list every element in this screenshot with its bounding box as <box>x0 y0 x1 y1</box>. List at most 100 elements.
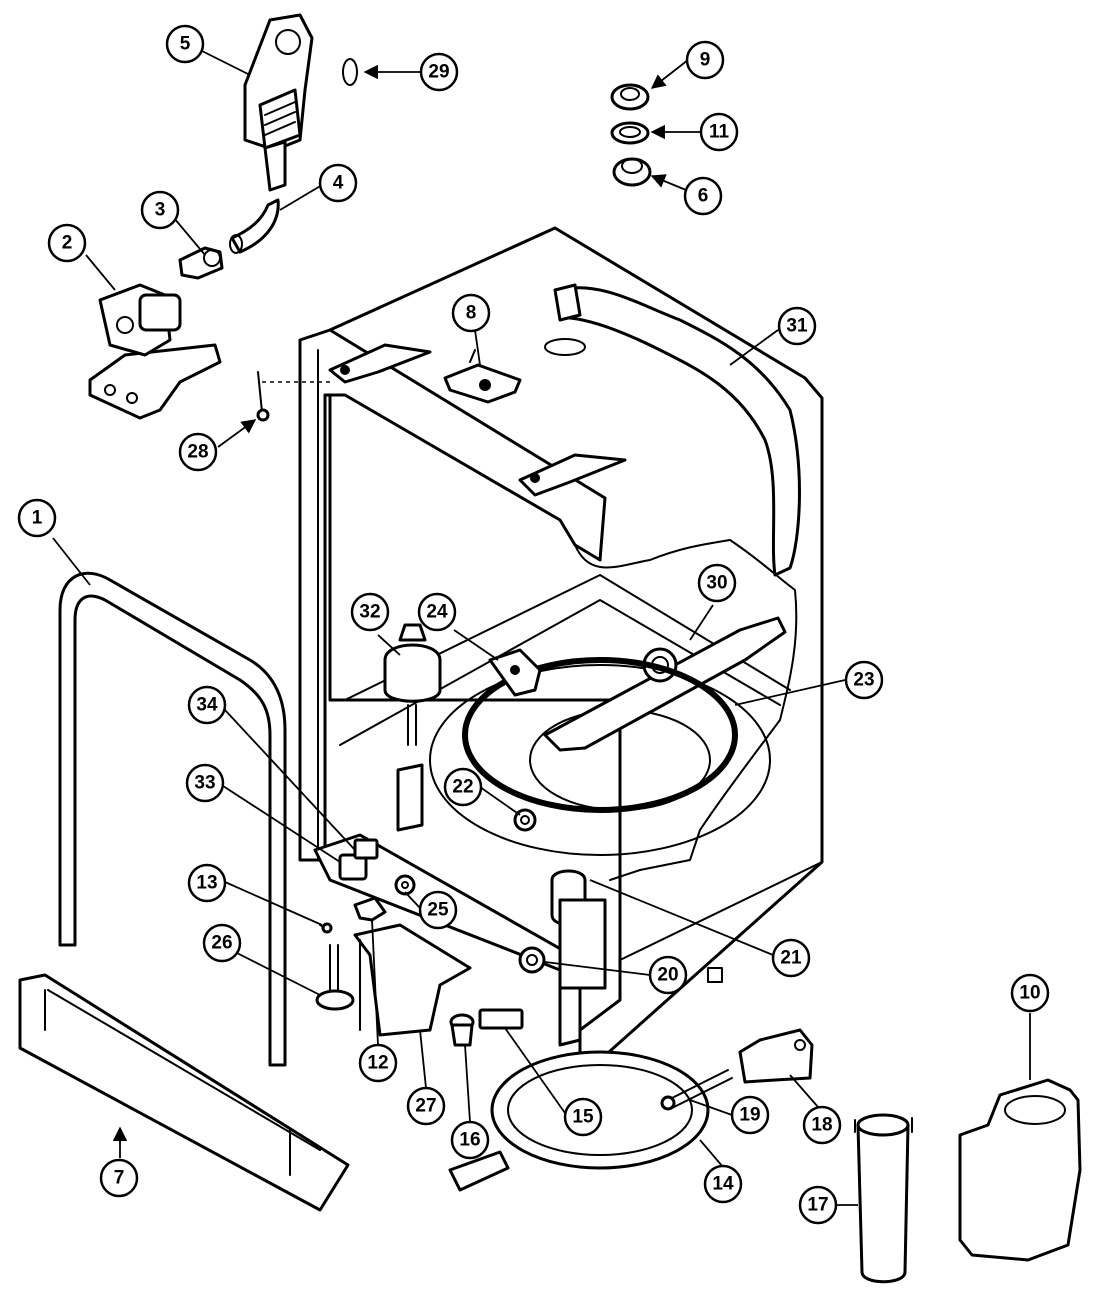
svg-text:21: 21 <box>780 948 802 969</box>
callout-19: 19 <box>730 1095 770 1135</box>
svg-text:22: 22 <box>452 777 473 798</box>
part-5-inlet <box>243 13 314 192</box>
svg-text:5: 5 <box>180 34 191 55</box>
callout-21: 21 <box>771 938 811 978</box>
callout-32: 32 <box>350 592 390 632</box>
part-8-bracket <box>443 349 522 404</box>
svg-text:34: 34 <box>196 695 218 716</box>
svg-text:17: 17 <box>807 1195 828 1216</box>
svg-text:32: 32 <box>359 602 380 623</box>
part-28-screw <box>256 371 270 422</box>
part-2-water-valve <box>88 283 222 420</box>
part-32-float <box>383 623 442 832</box>
svg-text:12: 12 <box>367 1053 388 1074</box>
callout-23: 23 <box>844 660 884 700</box>
part-27-shield <box>353 923 472 1037</box>
part-33-switch <box>338 853 368 881</box>
callout-24: 24 <box>417 592 457 632</box>
callout-33: 33 <box>185 763 225 803</box>
callout-28: 28 <box>178 432 218 472</box>
callout-13: 13 <box>187 863 227 903</box>
part-7-kick-panel <box>18 973 350 1212</box>
part-4-hose <box>229 198 280 254</box>
part-21-sensor <box>550 869 607 990</box>
callout-34: 34 <box>187 685 227 725</box>
svg-text:11: 11 <box>709 122 730 143</box>
svg-text:10: 10 <box>1019 983 1040 1004</box>
callout-2: 2 <box>47 223 87 263</box>
part-13-screw <box>319 922 333 934</box>
svg-text:6: 6 <box>698 186 709 207</box>
part-9-seal <box>610 83 650 111</box>
callout-22: 22 <box>443 767 483 807</box>
callout-17: 17 <box>798 1185 838 1225</box>
callout-20: 20 <box>648 955 688 995</box>
callout-15: 15 <box>563 1097 603 1137</box>
part-15-bracket <box>478 1008 524 1030</box>
svg-text:14: 14 <box>712 1174 734 1195</box>
svg-text:30: 30 <box>706 573 727 594</box>
part-25-nut <box>394 874 416 896</box>
svg-text:28: 28 <box>187 442 208 463</box>
svg-text:33: 33 <box>194 773 215 794</box>
callout-30: 30 <box>697 563 737 603</box>
leader-lines <box>52 49 1031 1206</box>
svg-text:1: 1 <box>32 508 43 529</box>
callout-8: 8 <box>451 293 491 333</box>
callout-11: 11 <box>699 112 739 152</box>
callout-5: 5 <box>165 24 205 64</box>
part-20-nut <box>518 946 546 974</box>
part-19-pin <box>660 1069 733 1111</box>
part-34-bracket <box>353 838 379 860</box>
part-11-washer <box>610 121 650 145</box>
callout-26: 26 <box>202 923 242 963</box>
part-1-gasket <box>58 571 287 1067</box>
part-23-seal-ring <box>462 657 738 813</box>
callout-3: 3 <box>140 190 180 230</box>
svg-text:13: 13 <box>196 873 217 894</box>
svg-text:15: 15 <box>572 1107 594 1128</box>
part-26-leg <box>315 944 355 1011</box>
callout-29: 29 <box>419 52 459 92</box>
part-16-fitting <box>449 1013 475 1047</box>
svg-text:3: 3 <box>155 200 166 221</box>
svg-text:20: 20 <box>657 965 678 986</box>
callout-27: 27 <box>406 1086 446 1126</box>
callout-25: 25 <box>418 890 458 930</box>
callout-1: 1 <box>17 498 57 538</box>
callout-18: 18 <box>802 1105 842 1145</box>
svg-text:25: 25 <box>427 900 449 921</box>
callout-16: 16 <box>450 1120 490 1160</box>
svg-text:31: 31 <box>786 316 808 337</box>
part-29-o-ring <box>342 58 358 86</box>
callout-9: 9 <box>685 40 725 80</box>
svg-text:2: 2 <box>62 233 73 254</box>
callout-31: 31 <box>777 306 817 346</box>
part-3-fitting <box>178 246 224 280</box>
part-17-filter <box>854 1113 913 1284</box>
svg-text:18: 18 <box>811 1115 832 1136</box>
svg-text:8: 8 <box>466 303 477 324</box>
svg-text:7: 7 <box>114 1168 125 1189</box>
part-24-clip <box>488 648 542 697</box>
svg-text:24: 24 <box>426 602 448 623</box>
callout-4: 4 <box>318 163 358 203</box>
callout-6: 6 <box>683 176 723 216</box>
callout-14: 14 <box>703 1164 743 1204</box>
svg-text:27: 27 <box>415 1096 436 1117</box>
part-10-cover <box>958 1078 1082 1262</box>
svg-text:26: 26 <box>211 933 232 954</box>
callout-12: 12 <box>358 1043 398 1083</box>
svg-text:16: 16 <box>459 1130 480 1151</box>
svg-text:19: 19 <box>739 1105 760 1126</box>
callout-10: 10 <box>1010 973 1050 1013</box>
part-12-clip <box>353 896 387 922</box>
svg-text:29: 29 <box>428 62 449 83</box>
svg-text:9: 9 <box>700 50 711 71</box>
callout-7: 7 <box>99 1158 139 1198</box>
part-18-bracket <box>738 1028 814 1084</box>
part-6-cap <box>612 157 652 187</box>
svg-text:23: 23 <box>853 670 874 691</box>
svg-text:4: 4 <box>333 173 344 194</box>
